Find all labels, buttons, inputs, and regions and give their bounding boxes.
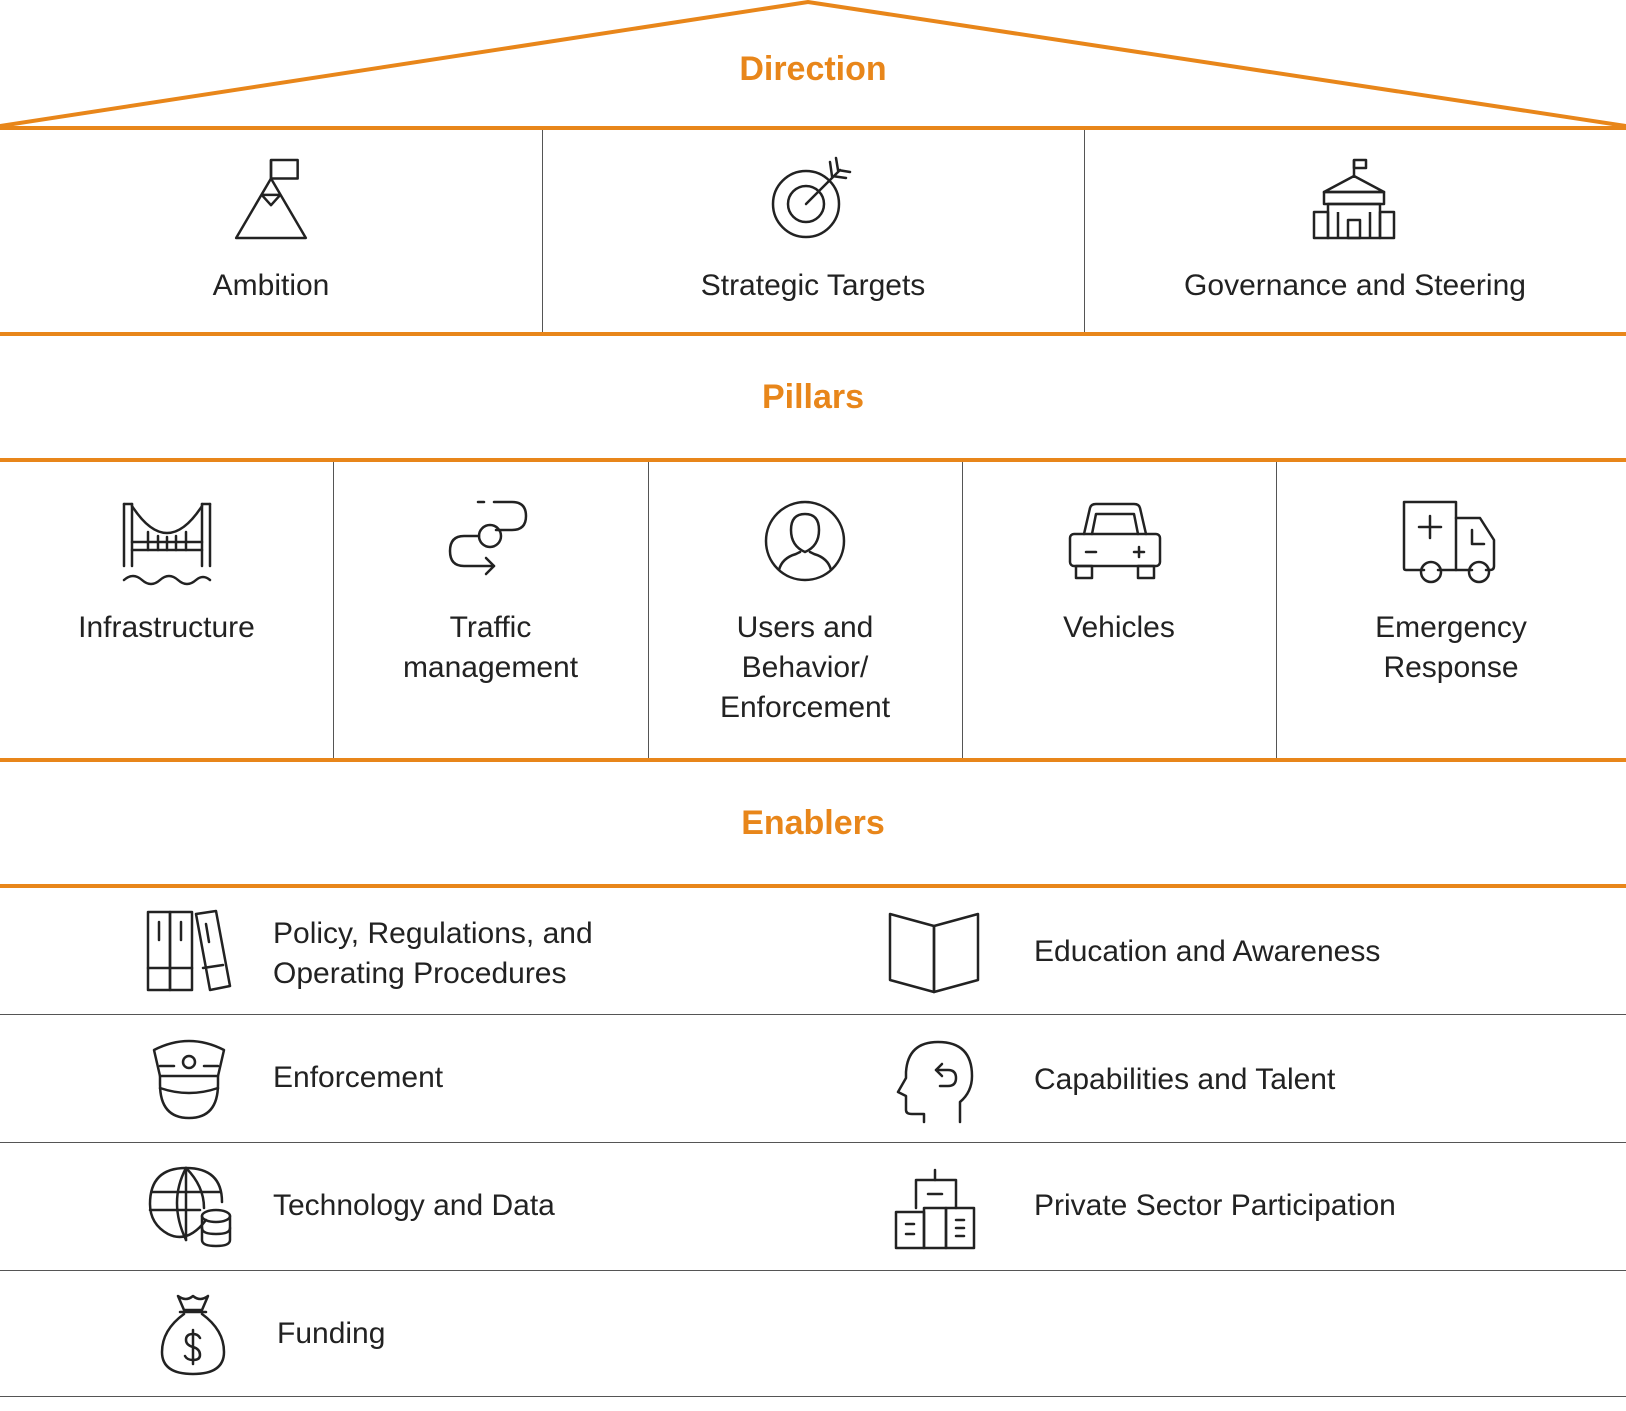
open-book-icon (888, 912, 980, 994)
enabler-label-education: Education and Awareness (1034, 935, 1381, 968)
pillar-divider-4 (1276, 462, 1277, 760)
enabler-row-divider-1 (0, 1014, 1626, 1015)
direction-label-ambition: Ambition (212, 269, 330, 302)
direction-label-strategic-targets: Strategic Targets (700, 269, 926, 302)
pillar-divider-3 (962, 462, 963, 760)
direction-divider-1 (542, 130, 543, 332)
pillar-label-vehicles: Vehicles (1063, 611, 1175, 644)
roof-outline (0, 0, 1626, 130)
enabler-label-policy: Policy, Regulations, and Operating Proce… (273, 917, 593, 990)
roof-base-line (0, 126, 1626, 130)
direction-bottom-line (0, 332, 1626, 336)
enabler-label-enforcement: Enforcement (273, 1061, 444, 1094)
enabler-label-capabilities: Capabilities and Talent (1034, 1063, 1336, 1096)
government-building-icon (1312, 158, 1396, 240)
office-buildings-icon (894, 1168, 976, 1250)
enabler-row-divider-3 (0, 1270, 1626, 1271)
enabler-label-technology: Technology and Data (273, 1189, 555, 1222)
globe-database-icon (148, 1166, 232, 1246)
route-icon (446, 500, 534, 582)
pillar-label-infrastructure: Infrastructure (78, 611, 255, 644)
enablers-title: Enablers (741, 804, 885, 842)
ambulance-icon (1402, 500, 1496, 584)
police-cap-icon (152, 1038, 226, 1120)
bridge-icon (122, 502, 212, 584)
pillar-label-emergency: Emergency Response (1375, 611, 1527, 684)
direction-title: Direction (739, 50, 887, 88)
target-arrow-icon (770, 158, 854, 240)
enabler-label-private-sector: Private Sector Participation (1034, 1189, 1396, 1222)
money-bag-icon (160, 1292, 226, 1376)
pillar-label-traffic: Traffic management (402, 611, 579, 684)
head-profile-icon (896, 1040, 972, 1124)
binders-icon (146, 910, 232, 992)
pillar-divider-1 (333, 462, 334, 760)
pillars-top-line (0, 458, 1626, 462)
car-icon (1068, 502, 1162, 580)
enabler-label-funding: Funding (277, 1317, 386, 1350)
direction-divider-2 (1084, 130, 1085, 332)
pillars-bottom-line (0, 758, 1626, 762)
enablers-top-line (0, 884, 1626, 888)
user-circle-icon (764, 500, 846, 582)
direction-label-governance: Governance and Steering (1184, 269, 1526, 302)
pillar-label-users: Users and Behavior/ Enforcement (719, 611, 891, 724)
mountain-flag-icon (230, 158, 312, 240)
pillar-divider-2 (648, 462, 649, 760)
enabler-row-divider-2 (0, 1142, 1626, 1143)
pillars-title: Pillars (761, 378, 865, 416)
enabler-row-divider-4 (0, 1396, 1626, 1397)
